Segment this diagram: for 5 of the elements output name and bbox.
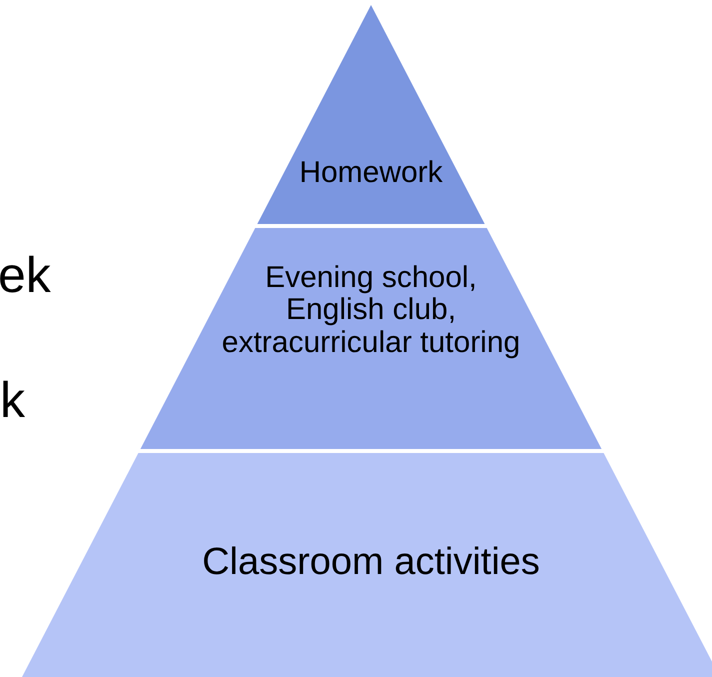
- tier-label: Classroom activities: [201, 542, 541, 584]
- cut-off-text: ek: [0, 250, 51, 300]
- tier-label: Homework: [298, 157, 444, 190]
- cut-off-text: k: [0, 375, 25, 425]
- tier-label: Evening school, English club, extracurricular tutoring: [221, 262, 521, 360]
